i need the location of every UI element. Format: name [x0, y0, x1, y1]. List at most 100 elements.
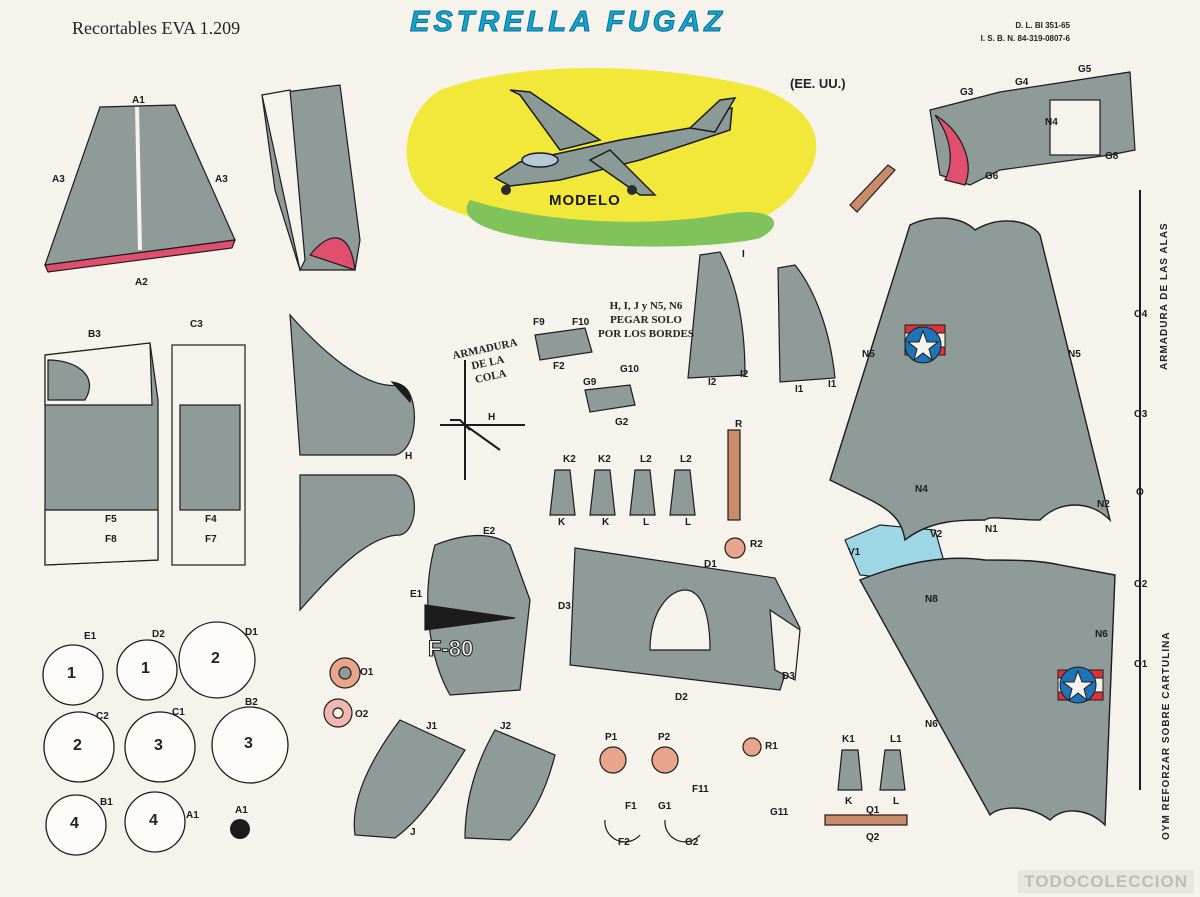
part-cockpit-left [44, 342, 159, 566]
lbl-E1: E1 [410, 589, 423, 600]
lbl-L2b: L2 [680, 454, 692, 465]
lbl-G1: G1 [658, 801, 672, 812]
lbl-D3b: D3 [782, 671, 795, 682]
sheet-title: ESTRELLA FUGAZ [410, 6, 726, 38]
part-fins-I [687, 251, 836, 383]
glue-note-line-2: PEGAR SOLO [610, 313, 682, 326]
lbl-J1: J1 [426, 721, 438, 732]
lbl-A1: A1 [132, 95, 145, 106]
lbl-F11: F11 [692, 784, 709, 795]
lbl-R1: R1 [765, 741, 778, 752]
reinforce-note: OYM REFORZAR SOBRE CARTULINA [1161, 631, 1172, 840]
lbl-G10: G10 [620, 364, 639, 375]
green-splash [466, 200, 775, 247]
half-discs [604, 819, 701, 843]
lbl-V2: V2 [930, 529, 943, 540]
disc-4a-number: 4 [70, 815, 79, 832]
lbl-N4: N4 [1045, 117, 1058, 128]
lbl-R: R [735, 419, 743, 430]
main-wheel [627, 185, 637, 195]
lbl-N6: N6 [1095, 629, 1108, 640]
lbl-P2: P2 [658, 732, 671, 743]
lbl-N5: N5 [862, 349, 875, 360]
lbl-J: J [410, 827, 416, 838]
lbl-L2: L2 [640, 454, 652, 465]
lbl-K-leg: K [845, 796, 853, 807]
lbl-K1: K1 [842, 734, 855, 745]
lbl-B3: B3 [88, 329, 101, 340]
lbl-D3: D3 [558, 601, 571, 612]
lbl-G11: G11 [770, 807, 789, 818]
disc-3a-number: 3 [154, 737, 163, 754]
disc-circles [42, 621, 289, 856]
wing-frame-note: ARMADURA DE LAS ALAS [1159, 222, 1170, 370]
part-small-pieces [534, 327, 636, 413]
lbl-K: K [558, 517, 566, 528]
legal-line-2: I. S. B. N. 84-319-0807-6 [980, 33, 1070, 43]
lbl-V1: V1 [848, 547, 861, 558]
gear-strip [824, 814, 908, 826]
disc-1a-tag: E1 [84, 631, 97, 642]
lbl-Q2: Q2 [866, 832, 880, 843]
lbl-J2: J2 [500, 721, 512, 732]
lbl-F7: F7 [205, 534, 217, 545]
lbl-R2: R2 [750, 539, 763, 550]
lbl-G2-disc: G2 [685, 837, 699, 848]
lbl-I1: I1 [795, 384, 804, 395]
part-nose-cone [424, 535, 531, 696]
legal-info: D. L. BI 351-65 I. S. B. N. 84-319-0807-… [981, 20, 1070, 46]
part-R-strip [727, 429, 741, 521]
lbl-G9: G9 [583, 377, 597, 388]
insignia-upper [904, 324, 946, 364]
lbl-K2: K2 [563, 454, 576, 465]
lbl-L-leg: L [893, 796, 900, 807]
series-label: Recortables EVA 1.209 [72, 18, 241, 38]
insignia-lower [1057, 666, 1104, 704]
tail-frame [440, 360, 525, 480]
part-cockpit-right [171, 344, 246, 566]
lbl-A3-left: A3 [52, 174, 65, 185]
lbl-F9: F9 [533, 317, 545, 328]
part-fuselage-right [261, 84, 361, 272]
lbl-O3: O3 [1134, 409, 1148, 420]
glue-note-line-3: POR LOS BORDES [598, 327, 694, 340]
wheels [323, 537, 762, 774]
lbl-G5: G5 [1078, 64, 1092, 75]
lbl-F2-disc: F2 [618, 837, 630, 848]
disc-2b-number: 2 [73, 737, 82, 754]
glue-note: H, I, J y N5, N6 PEGAR SOLO POR LOS BORD… [598, 300, 694, 341]
disc-1b-tag: D2 [152, 629, 165, 640]
disc-2a-number: 2 [211, 650, 220, 667]
watermark: TODOCOLECCION [1018, 870, 1194, 893]
nose-code-print: F-80 [427, 636, 474, 661]
lbl-O4: O4 [1134, 309, 1148, 320]
small-disc-tag: A1 [235, 805, 248, 816]
disc-4b-number: 4 [149, 812, 158, 829]
lbl-wheel-O2: O2 [355, 709, 369, 720]
lbl-H-stab: H [405, 451, 413, 462]
lbl-Kb: K [602, 517, 610, 528]
glue-note-line-1: H, I, J y N5, N6 [609, 300, 683, 312]
lbl-I: I [742, 249, 745, 260]
part-main-wing [829, 217, 1116, 827]
disc-3a-tag: C1 [172, 707, 185, 718]
lbl-N8: N8 [925, 594, 938, 605]
lbl-P1: P1 [605, 732, 618, 743]
disc-2a-tag: D1 [245, 627, 258, 638]
jet-silhouette [493, 89, 737, 196]
lbl-L: L [643, 517, 650, 528]
lbl-I1b: I1 [828, 379, 837, 390]
lbl-F10: F10 [572, 317, 590, 328]
lbl-O1: O1 [1134, 659, 1148, 670]
part-R-strip-2 [849, 164, 896, 213]
lbl-G2: G2 [615, 417, 629, 428]
part-tail-fin-J [353, 719, 556, 841]
model-caption: MODELO [549, 192, 621, 209]
part-tail-piece [929, 71, 1136, 186]
part-stabilizer-lower [299, 474, 415, 612]
lbl-I2: I2 [708, 377, 717, 388]
disc-1a-number: 1 [67, 665, 76, 682]
lbl-E2: E2 [483, 526, 496, 537]
disc-2b-tag: C2 [96, 711, 109, 722]
